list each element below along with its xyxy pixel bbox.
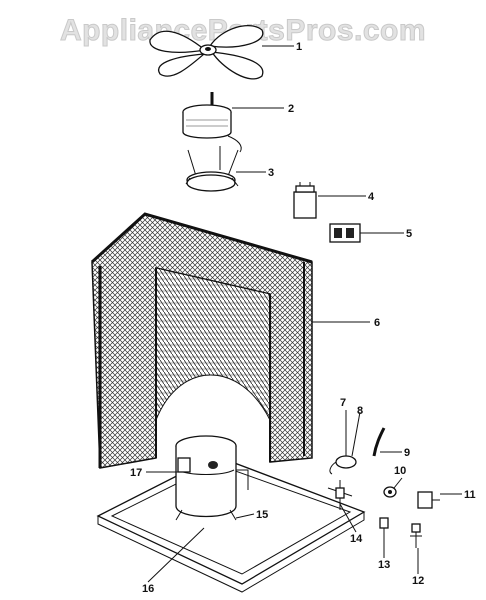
callout-13: 13 — [378, 559, 390, 571]
callout-1: 1 — [296, 41, 302, 53]
callout-9: 9 — [404, 447, 410, 459]
callout-11: 11 — [464, 489, 476, 501]
callout-3: 3 — [268, 167, 274, 179]
motor-mount[interactable] — [185, 146, 239, 192]
callout-12: 12 — [412, 575, 424, 587]
condenser-coil[interactable] — [90, 212, 313, 469]
callout-8: 8 — [357, 405, 363, 417]
callout-2: 2 — [288, 103, 294, 115]
fan-blade[interactable] — [149, 25, 264, 80]
callout-10: 10 — [394, 465, 406, 477]
compressor[interactable] — [175, 435, 249, 521]
callout-5: 5 — [406, 228, 412, 240]
contactor[interactable] — [329, 223, 361, 243]
callout-4: 4 — [368, 191, 375, 203]
callout-6: 6 — [374, 317, 380, 329]
refrigerant-tube[interactable] — [372, 427, 386, 457]
callout-17: 17 — [130, 467, 142, 479]
filter-drier[interactable] — [329, 455, 357, 475]
callout-16: 16 — [142, 583, 154, 595]
callout-14: 14 — [350, 533, 363, 545]
leader-lines — [146, 45, 462, 583]
service-valve[interactable] — [383, 486, 397, 498]
valve-stem[interactable] — [410, 523, 422, 548]
callout-7: 7 — [340, 397, 346, 409]
fan-motor[interactable] — [182, 92, 242, 153]
capacitor[interactable] — [293, 182, 317, 219]
fitting[interactable] — [379, 517, 389, 536]
valve-body[interactable] — [417, 491, 440, 509]
callout-15: 15 — [256, 509, 268, 521]
callout-labels: 1 2 3 4 5 6 7 8 9 10 11 12 13 14 15 16 1… — [130, 41, 476, 595]
